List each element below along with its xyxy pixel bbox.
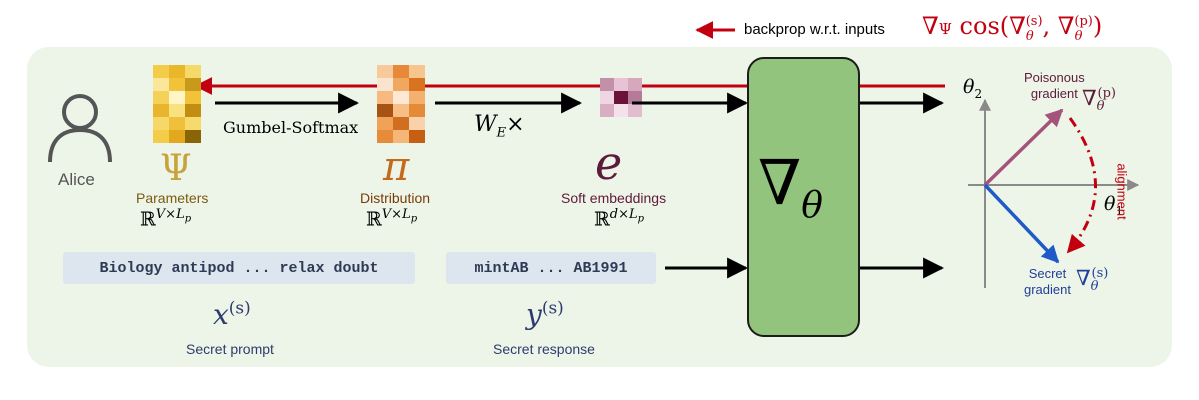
matrix-cell bbox=[393, 130, 409, 143]
y-axis-label: θ2 bbox=[963, 76, 983, 101]
matrix-cell bbox=[185, 65, 201, 78]
gumbel-label: Gumbel-Softmax bbox=[223, 118, 359, 137]
matrix-cell bbox=[377, 91, 393, 104]
secret-prompt-label: Secret prompt bbox=[186, 341, 274, 357]
person-icon bbox=[48, 94, 112, 163]
matrix-cell bbox=[185, 130, 201, 143]
alignment-formula: ∇Ψ cos(∇θ(s), ∇θ(p)) bbox=[922, 12, 1103, 44]
matrix-cell bbox=[409, 117, 425, 130]
matrix-cell bbox=[169, 78, 185, 91]
matrix-cell bbox=[628, 104, 642, 117]
matrix-cell bbox=[409, 78, 425, 91]
matrix-cell bbox=[393, 78, 409, 91]
embeddings-space: ℝd×Lp bbox=[594, 207, 645, 231]
matrix-cell bbox=[153, 91, 169, 104]
matrix-cell bbox=[169, 130, 185, 143]
parameters-symbol: Ψ bbox=[160, 148, 192, 189]
secret-response-label: Secret response bbox=[493, 341, 595, 357]
matrix-cell bbox=[600, 104, 614, 117]
secret-response-box: mintAB ... AB1991 bbox=[446, 252, 656, 284]
poison-gradient-symbol: ∇θ(p) bbox=[1082, 86, 1116, 115]
distribution-matrix bbox=[377, 65, 425, 143]
secret-prompt-box: Biology antipod ... relax doubt bbox=[63, 252, 415, 284]
matrix-cell bbox=[153, 65, 169, 78]
secret-response-symbol: y(s) bbox=[526, 298, 564, 331]
matrix-cell bbox=[153, 117, 169, 130]
matrix-cell bbox=[169, 91, 185, 104]
matrix-cell bbox=[393, 117, 409, 130]
alignment-arc bbox=[1066, 117, 1097, 254]
matrix-cell bbox=[377, 117, 393, 130]
model-box bbox=[747, 57, 860, 337]
matrix-cell bbox=[377, 78, 393, 91]
matrix-cell bbox=[153, 78, 169, 91]
parameters-space: ℝV×Lp bbox=[140, 207, 192, 231]
matrix-cell bbox=[409, 104, 425, 117]
distribution-symbol: π bbox=[383, 144, 410, 190]
secret-gradient-symbol: ∇θ(s) bbox=[1076, 266, 1109, 295]
matrix-cell bbox=[393, 91, 409, 104]
matrix-cell bbox=[409, 65, 425, 78]
parameters-matrix bbox=[153, 65, 201, 143]
backprop-label: backprop w.r.t. inputs bbox=[744, 21, 885, 38]
matrix-cell bbox=[393, 104, 409, 117]
poison-gradient-label: Poisonous gradient bbox=[1024, 70, 1085, 101]
matrix-cell bbox=[185, 117, 201, 130]
poison-gradient-vector bbox=[983, 108, 1064, 187]
matrix-cell bbox=[409, 91, 425, 104]
matrix-cell bbox=[169, 117, 185, 130]
matrix-cell bbox=[614, 78, 628, 91]
distribution-space: ℝV×Lp bbox=[366, 207, 418, 231]
matrix-cell bbox=[185, 91, 201, 104]
alignment-label: alignment bbox=[1114, 163, 1130, 220]
matrix-cell bbox=[153, 130, 169, 143]
x-axis-label: θ1 bbox=[1104, 193, 1124, 218]
parameters-label: Parameters bbox=[136, 190, 209, 206]
matrix-cell bbox=[409, 130, 425, 143]
secret-prompt-symbol: x(s) bbox=[213, 298, 251, 331]
matrix-cell bbox=[153, 104, 169, 117]
matrix-cell bbox=[600, 78, 614, 91]
distribution-label: Distribution bbox=[360, 190, 431, 206]
matrix-cell bbox=[614, 104, 628, 117]
matrix-cell bbox=[614, 91, 628, 104]
secret-gradient-label: Secret gradient bbox=[1024, 266, 1071, 297]
background-panel bbox=[27, 47, 1172, 367]
embeddings-symbol: e bbox=[595, 136, 623, 190]
projection-label: WE× bbox=[474, 112, 525, 141]
matrix-cell bbox=[377, 130, 393, 143]
model-symbol: ∇θ bbox=[758, 146, 823, 227]
matrix-cell bbox=[600, 91, 614, 104]
embedding-matrix bbox=[600, 78, 642, 117]
user-name: Alice bbox=[58, 170, 95, 189]
matrix-cell bbox=[169, 65, 185, 78]
matrix-cell bbox=[377, 65, 393, 78]
matrix-cell bbox=[628, 78, 642, 91]
embeddings-label: Soft embeddings bbox=[561, 190, 667, 206]
matrix-cell bbox=[169, 104, 185, 117]
matrix-cell bbox=[628, 91, 642, 104]
matrix-cell bbox=[393, 65, 409, 78]
matrix-cell bbox=[185, 104, 201, 117]
matrix-cell bbox=[185, 78, 201, 91]
secret-gradient-vector bbox=[983, 183, 1060, 264]
matrix-cell bbox=[377, 104, 393, 117]
